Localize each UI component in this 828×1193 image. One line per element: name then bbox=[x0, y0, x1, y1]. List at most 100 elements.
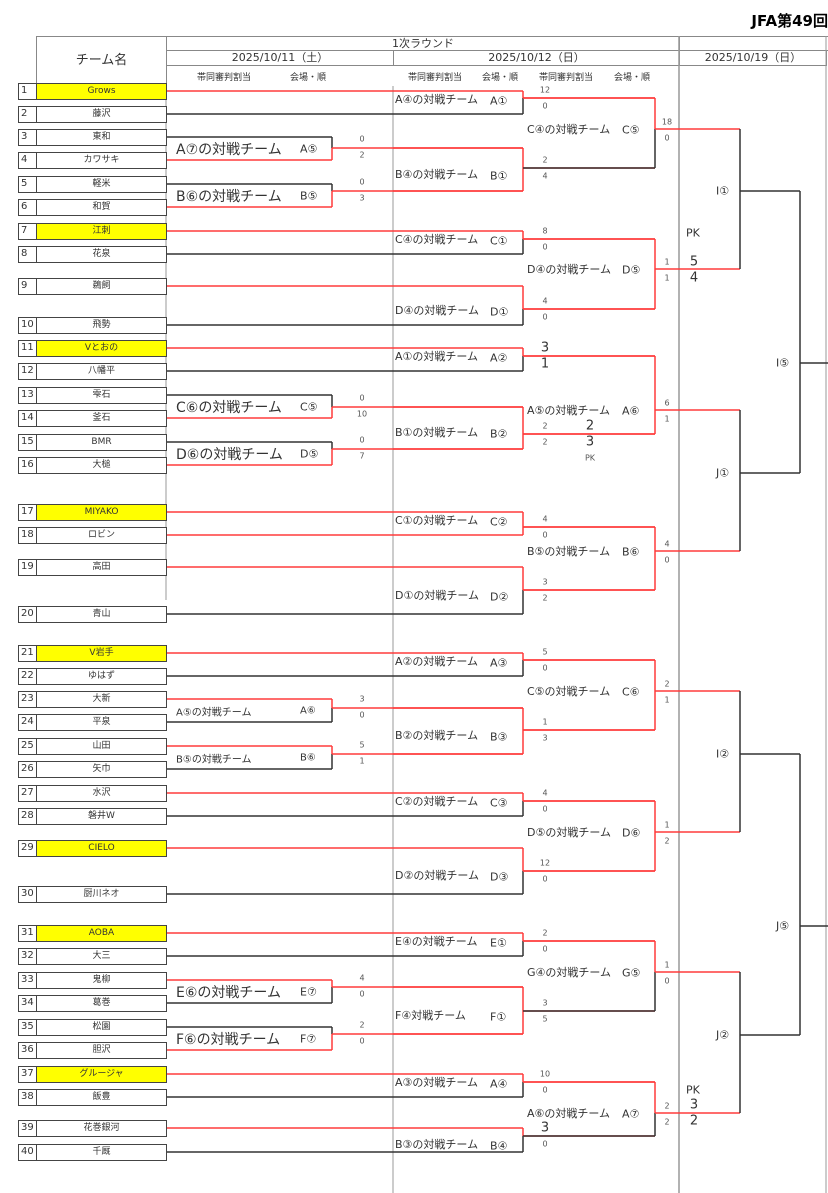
team-name: 雫石 bbox=[36, 387, 167, 404]
team-number: 25 bbox=[18, 738, 37, 755]
score-bottom: 4 bbox=[542, 171, 548, 181]
referee-subheader: 帯同審判割当 bbox=[408, 73, 463, 83]
score-top: 3 bbox=[542, 998, 548, 1008]
team-number: 17 bbox=[18, 504, 37, 521]
score-top: 3 bbox=[540, 340, 550, 356]
match-code: B② bbox=[490, 427, 508, 441]
score-top: 12 bbox=[539, 85, 551, 95]
pk-score-top: 5 bbox=[689, 254, 699, 270]
team-number: 29 bbox=[18, 840, 37, 857]
team-number: 14 bbox=[18, 410, 37, 427]
team-name: 釜石 bbox=[36, 410, 167, 427]
team-name: 山田 bbox=[36, 738, 167, 755]
team-name: AOBA bbox=[36, 925, 167, 942]
match-code: B⑥ bbox=[622, 545, 640, 559]
score-bottom: 2 bbox=[542, 437, 548, 447]
match-code: A⑦ bbox=[622, 1107, 640, 1121]
match-label: C⑤の対戦チーム bbox=[527, 685, 611, 698]
team-number: 16 bbox=[18, 457, 37, 474]
team-number: 10 bbox=[18, 317, 37, 334]
team-number: 7 bbox=[18, 223, 37, 240]
team-name: 藤沢 bbox=[36, 106, 167, 123]
team-number: 22 bbox=[18, 668, 37, 685]
score-top: 1 bbox=[664, 257, 670, 267]
team-number: 28 bbox=[18, 808, 37, 825]
referee-subheader: 帯同審判割当 bbox=[197, 73, 252, 83]
team-name: 高田 bbox=[36, 559, 167, 576]
match-code: A③ bbox=[490, 656, 508, 669]
match-code: B⑥ bbox=[300, 752, 316, 763]
match-label: I① bbox=[716, 184, 730, 198]
team-name: 鬼柳 bbox=[36, 972, 167, 989]
team-name: MIYAKO bbox=[36, 504, 167, 521]
team-number: 19 bbox=[18, 559, 37, 576]
team-number: 8 bbox=[18, 246, 37, 263]
match-label: D②の対戦チーム bbox=[395, 869, 480, 882]
score-top: 4 bbox=[542, 788, 548, 798]
match-code: D② bbox=[490, 590, 509, 603]
match-label: J⑤ bbox=[776, 919, 790, 933]
team-number: 24 bbox=[18, 714, 37, 731]
score-top: 2 bbox=[542, 928, 548, 938]
score-top: 3 bbox=[359, 694, 365, 704]
score-top: 0 bbox=[359, 177, 365, 187]
pk-label: PK bbox=[686, 226, 700, 240]
match-label: A⑤の対戦チーム bbox=[176, 707, 252, 718]
score-top: 1 bbox=[664, 820, 670, 830]
score-bottom: 0 bbox=[542, 944, 548, 954]
team-name: 平泉 bbox=[36, 714, 167, 731]
referee-subheader: 帯同審判割当 bbox=[539, 73, 594, 83]
team-name: 磐井W bbox=[36, 808, 167, 825]
match-code: G⑤ bbox=[622, 966, 641, 980]
score-bottom: 1 bbox=[540, 356, 550, 372]
score-top: 2 bbox=[664, 679, 670, 689]
team-number: 37 bbox=[18, 1066, 37, 1083]
score-bottom: 7 bbox=[359, 451, 365, 461]
venue-subheader: 会場・順 bbox=[614, 73, 651, 83]
team-number: 32 bbox=[18, 948, 37, 965]
score-bottom: 0 bbox=[664, 555, 670, 565]
team-number: 2 bbox=[18, 106, 37, 123]
match-code: A④ bbox=[490, 1077, 508, 1090]
score-top: 4 bbox=[542, 514, 548, 524]
match-label: C①の対戦チーム bbox=[395, 513, 479, 527]
match-code: C⑥ bbox=[622, 685, 640, 699]
match-label: B①の対戦チーム bbox=[395, 426, 479, 439]
score-bottom: 1 bbox=[359, 756, 365, 766]
match-label: B②の対戦チーム bbox=[395, 729, 479, 742]
team-name: 水沢 bbox=[36, 785, 167, 802]
match-code: A⑤ bbox=[300, 142, 318, 155]
score-top: 2 bbox=[542, 155, 548, 165]
match-code: B④ bbox=[490, 1139, 508, 1153]
team-name: CIELO bbox=[36, 840, 167, 857]
team-number: 11 bbox=[18, 340, 37, 357]
match-code: E① bbox=[490, 936, 507, 949]
match-label: B⑤の対戦チーム bbox=[527, 545, 611, 558]
match-label: F④対戦チーム bbox=[395, 1008, 466, 1022]
pk-score-bottom: 2 bbox=[689, 1113, 699, 1129]
match-code: D① bbox=[490, 305, 509, 318]
match-label: A④の対戦チーム bbox=[395, 92, 479, 106]
team-number: 33 bbox=[18, 972, 37, 989]
match-code: F① bbox=[490, 1010, 507, 1023]
match-label: B④の対戦チーム bbox=[395, 167, 479, 181]
score-top: 8 bbox=[542, 226, 548, 236]
team-number: 13 bbox=[18, 387, 37, 404]
team-name: カワサキ bbox=[36, 152, 167, 169]
match-label: E④の対戦チーム bbox=[395, 934, 478, 948]
score-bottom: 2 bbox=[664, 1117, 670, 1127]
match-code: B① bbox=[490, 169, 508, 182]
match-label: A②の対戦チーム bbox=[395, 654, 479, 668]
score-bottom: 0 bbox=[542, 312, 548, 322]
team-name: ロビン bbox=[36, 527, 167, 544]
match-label: C⑥の対戦チーム bbox=[176, 399, 282, 416]
score-bottom: 0 bbox=[542, 874, 548, 884]
match-label: I⑤ bbox=[776, 356, 790, 370]
score-top: 4 bbox=[359, 973, 365, 983]
match-code: C⑤ bbox=[300, 400, 318, 413]
pk-score-top: 2 bbox=[585, 418, 595, 434]
match-code: C③ bbox=[490, 796, 508, 809]
venue-subheader: 会場・順 bbox=[290, 73, 327, 83]
pk-score-bottom: 3 bbox=[585, 434, 595, 450]
team-name: グルージャ bbox=[36, 1066, 167, 1083]
